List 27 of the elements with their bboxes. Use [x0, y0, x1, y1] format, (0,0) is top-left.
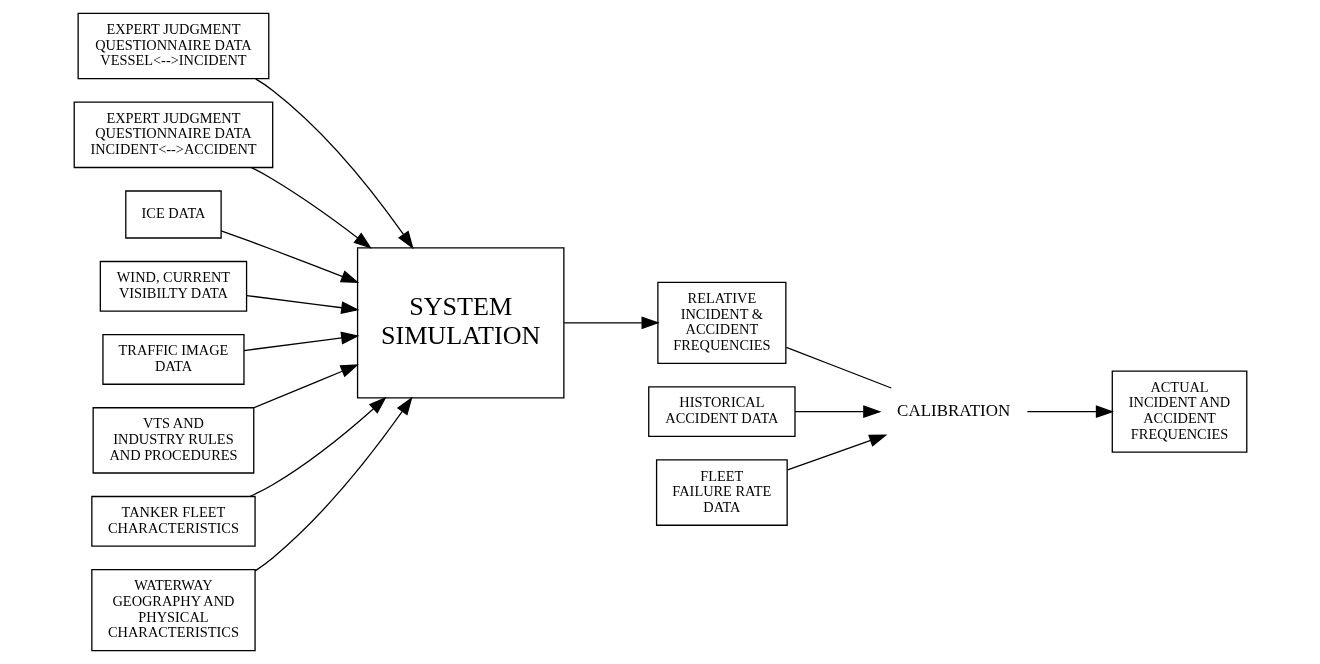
connector [785, 346, 892, 389]
arrow [254, 78, 414, 250]
arrow [563, 316, 660, 330]
node-box: HISTORICAL ACCIDENT DATA [647, 386, 796, 438]
arrow [252, 364, 359, 409]
arrow [245, 294, 359, 315]
arrow [793, 405, 881, 419]
node-text: CALIBRATION [896, 401, 1010, 421]
arrow [248, 396, 387, 498]
node-box: SYSTEM SIMULATION [356, 247, 565, 399]
arrow [250, 166, 372, 249]
node-box: ICE DATA [124, 190, 222, 239]
arrow [1026, 405, 1114, 419]
node-box: ACTUAL INCIDENT AND ACCIDENT FREQUENCIES [1111, 370, 1247, 453]
node-box: FLEET FAILURE RATE DATA [655, 459, 788, 526]
arrow [242, 331, 359, 352]
arrow [253, 396, 413, 572]
node-box: TANKER FLEET CHARACTERISTICS [90, 495, 256, 547]
node-box: RELATIVE INCIDENT & ACCIDENT FREQUENCIES [656, 281, 786, 364]
node-box: WIND, CURRENT VISIBILTY DATA [99, 260, 247, 312]
node-box: TRAFFIC IMAGE DATA [101, 333, 245, 385]
arrow [786, 434, 887, 471]
node-box: EXPERT JUDGMENT QUESTIONNAIRE DATA INCIDENT<-->ACCIDENT [73, 101, 273, 169]
node-box: VTS AND INDUSTRY RULES AND PROCEDURES [92, 407, 254, 474]
node-box: WATERWAY GEOGRAPHY AND PHYSICAL CHARACTERISTICS [90, 569, 256, 652]
node-box: EXPERT JUDGMENT QUESTIONNAIRE DATA VESSEL<-->INCIDENT [77, 12, 269, 80]
arrow [220, 230, 359, 284]
